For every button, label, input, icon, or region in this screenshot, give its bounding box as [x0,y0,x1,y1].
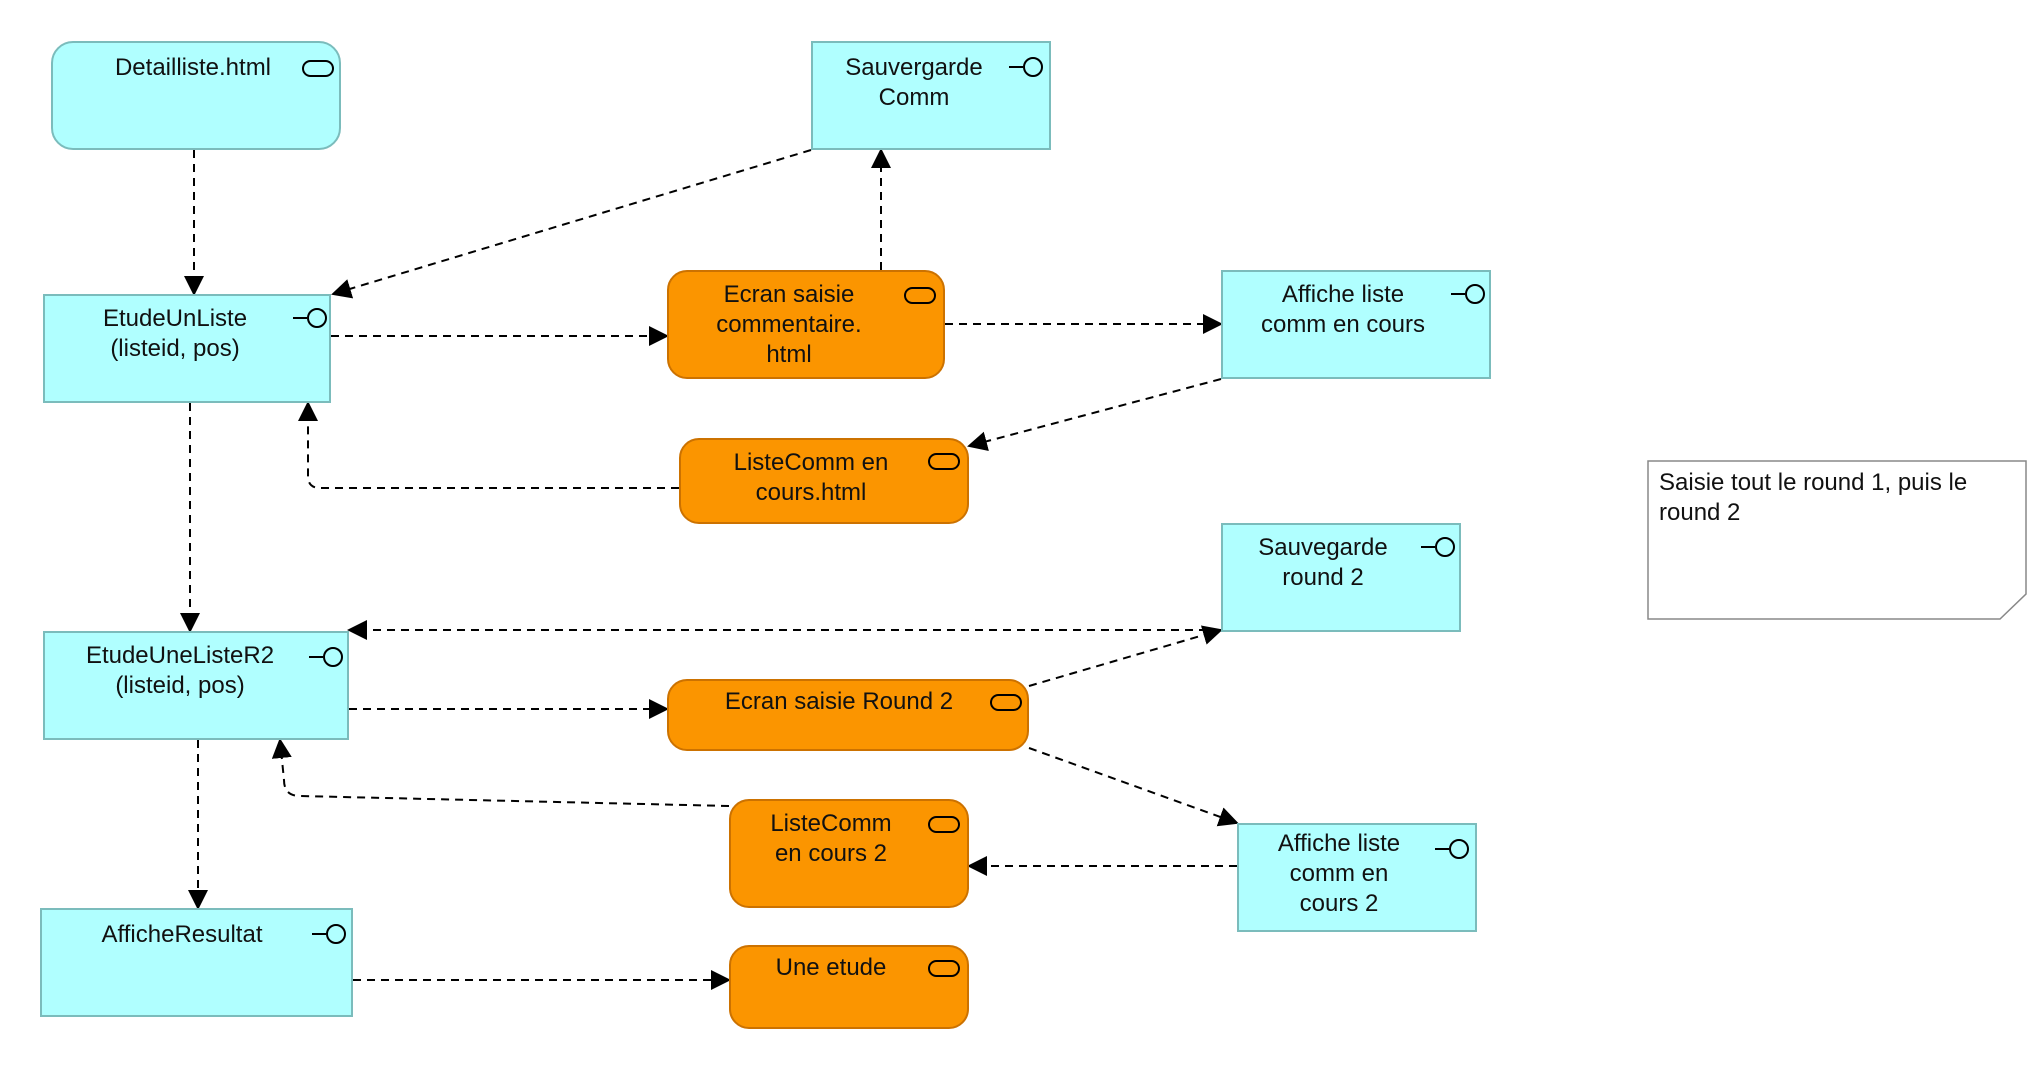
node-affiche-liste-comm[interactable]: Affiche liste comm en cours [1221,270,1491,379]
node-affiche-resultat[interactable]: AfficheResultat [40,908,353,1017]
node-ecran-saisie-commentaire[interactable]: Ecran saisie commentaire. html [667,270,945,379]
interface-icon [928,960,960,977]
node-detailliste-label: Detailliste.html [114,54,272,81]
lollipop-icon [1009,57,1043,77]
edge-ecran-saisie-round2-to-sauvegarde-round2 [1028,625,1223,687]
node-etude-une-liste-r2-label: EtudeUneListeR2 (listeid, pos) [85,642,275,699]
edge-ecran-saisie-round2-to-affiche-liste-comm2 [1028,747,1239,827]
lollipop-icon [312,924,346,944]
lollipop-icon [309,647,343,667]
node-liste-comm-en-cours-label: ListeComm en cours.html [733,449,889,506]
node-ecran-saisie-round2[interactable]: Ecran saisie Round 2 [667,679,1029,751]
node-une-etude[interactable]: Une etude [729,945,969,1029]
interface-icon [990,694,1022,711]
node-liste-comm-en-cours[interactable]: ListeComm en cours.html [679,438,969,524]
interface-icon [904,287,936,304]
node-sauvegarde-comm-label: Sauvergarde Comm [845,54,983,111]
interface-icon [928,453,960,470]
node-affiche-liste-comm-label: Affiche liste comm en cours [1260,281,1426,338]
node-detailliste[interactable]: Detailliste.html [51,41,341,150]
node-sauvegarde-round2-label: Sauvegarde round 2 [1258,534,1388,591]
node-affiche-resultat-label: AfficheResultat [101,921,263,948]
note-text: Saisie tout le round 1, puis le round 2 [1659,469,1968,526]
node-une-etude-label: Une etude [775,954,887,981]
node-etude-un-liste-label: EtudeUnListe (listeid, pos) [102,305,248,362]
interface-icon [302,60,334,77]
note: Saisie tout le round 1, puis le round 2 [1647,460,2027,620]
node-liste-comm-en-cours2[interactable]: ListeComm en cours 2 [729,799,969,908]
lollipop-icon [1421,537,1455,557]
node-affiche-liste-comm2[interactable]: Affiche liste comm en cours 2 [1237,823,1477,932]
edge-affiche-liste-comm-to-liste-comm-en-cours [967,378,1222,452]
lollipop-icon [293,308,327,328]
node-sauvegarde-comm[interactable]: Sauvergarde Comm [811,41,1051,150]
interface-icon [928,816,960,833]
node-ecran-saisie-commentaire-label: Ecran saisie commentaire. html [716,281,862,368]
lollipop-icon [1451,284,1485,304]
node-liste-comm-en-cours2-label: ListeComm en cours 2 [770,810,892,867]
node-sauvegarde-round2[interactable]: Sauvegarde round 2 [1221,523,1461,632]
node-ecran-saisie-round2-label: Ecran saisie Round 2 [724,688,954,715]
node-affiche-liste-comm2-label: Affiche liste comm en cours 2 [1277,830,1401,917]
node-etude-une-liste-r2[interactable]: EtudeUneListeR2 (listeid, pos) [43,631,349,740]
lollipop-icon [1435,839,1469,859]
edge-liste-comm-en-cours-to-etude-un-liste [298,401,679,489]
note-shape [1647,460,2027,620]
node-etude-un-liste[interactable]: EtudeUnListe (listeid, pos) [43,294,331,403]
edge-liste-comm-en-cours2-to-etude-une-liste-r2 [271,738,730,807]
